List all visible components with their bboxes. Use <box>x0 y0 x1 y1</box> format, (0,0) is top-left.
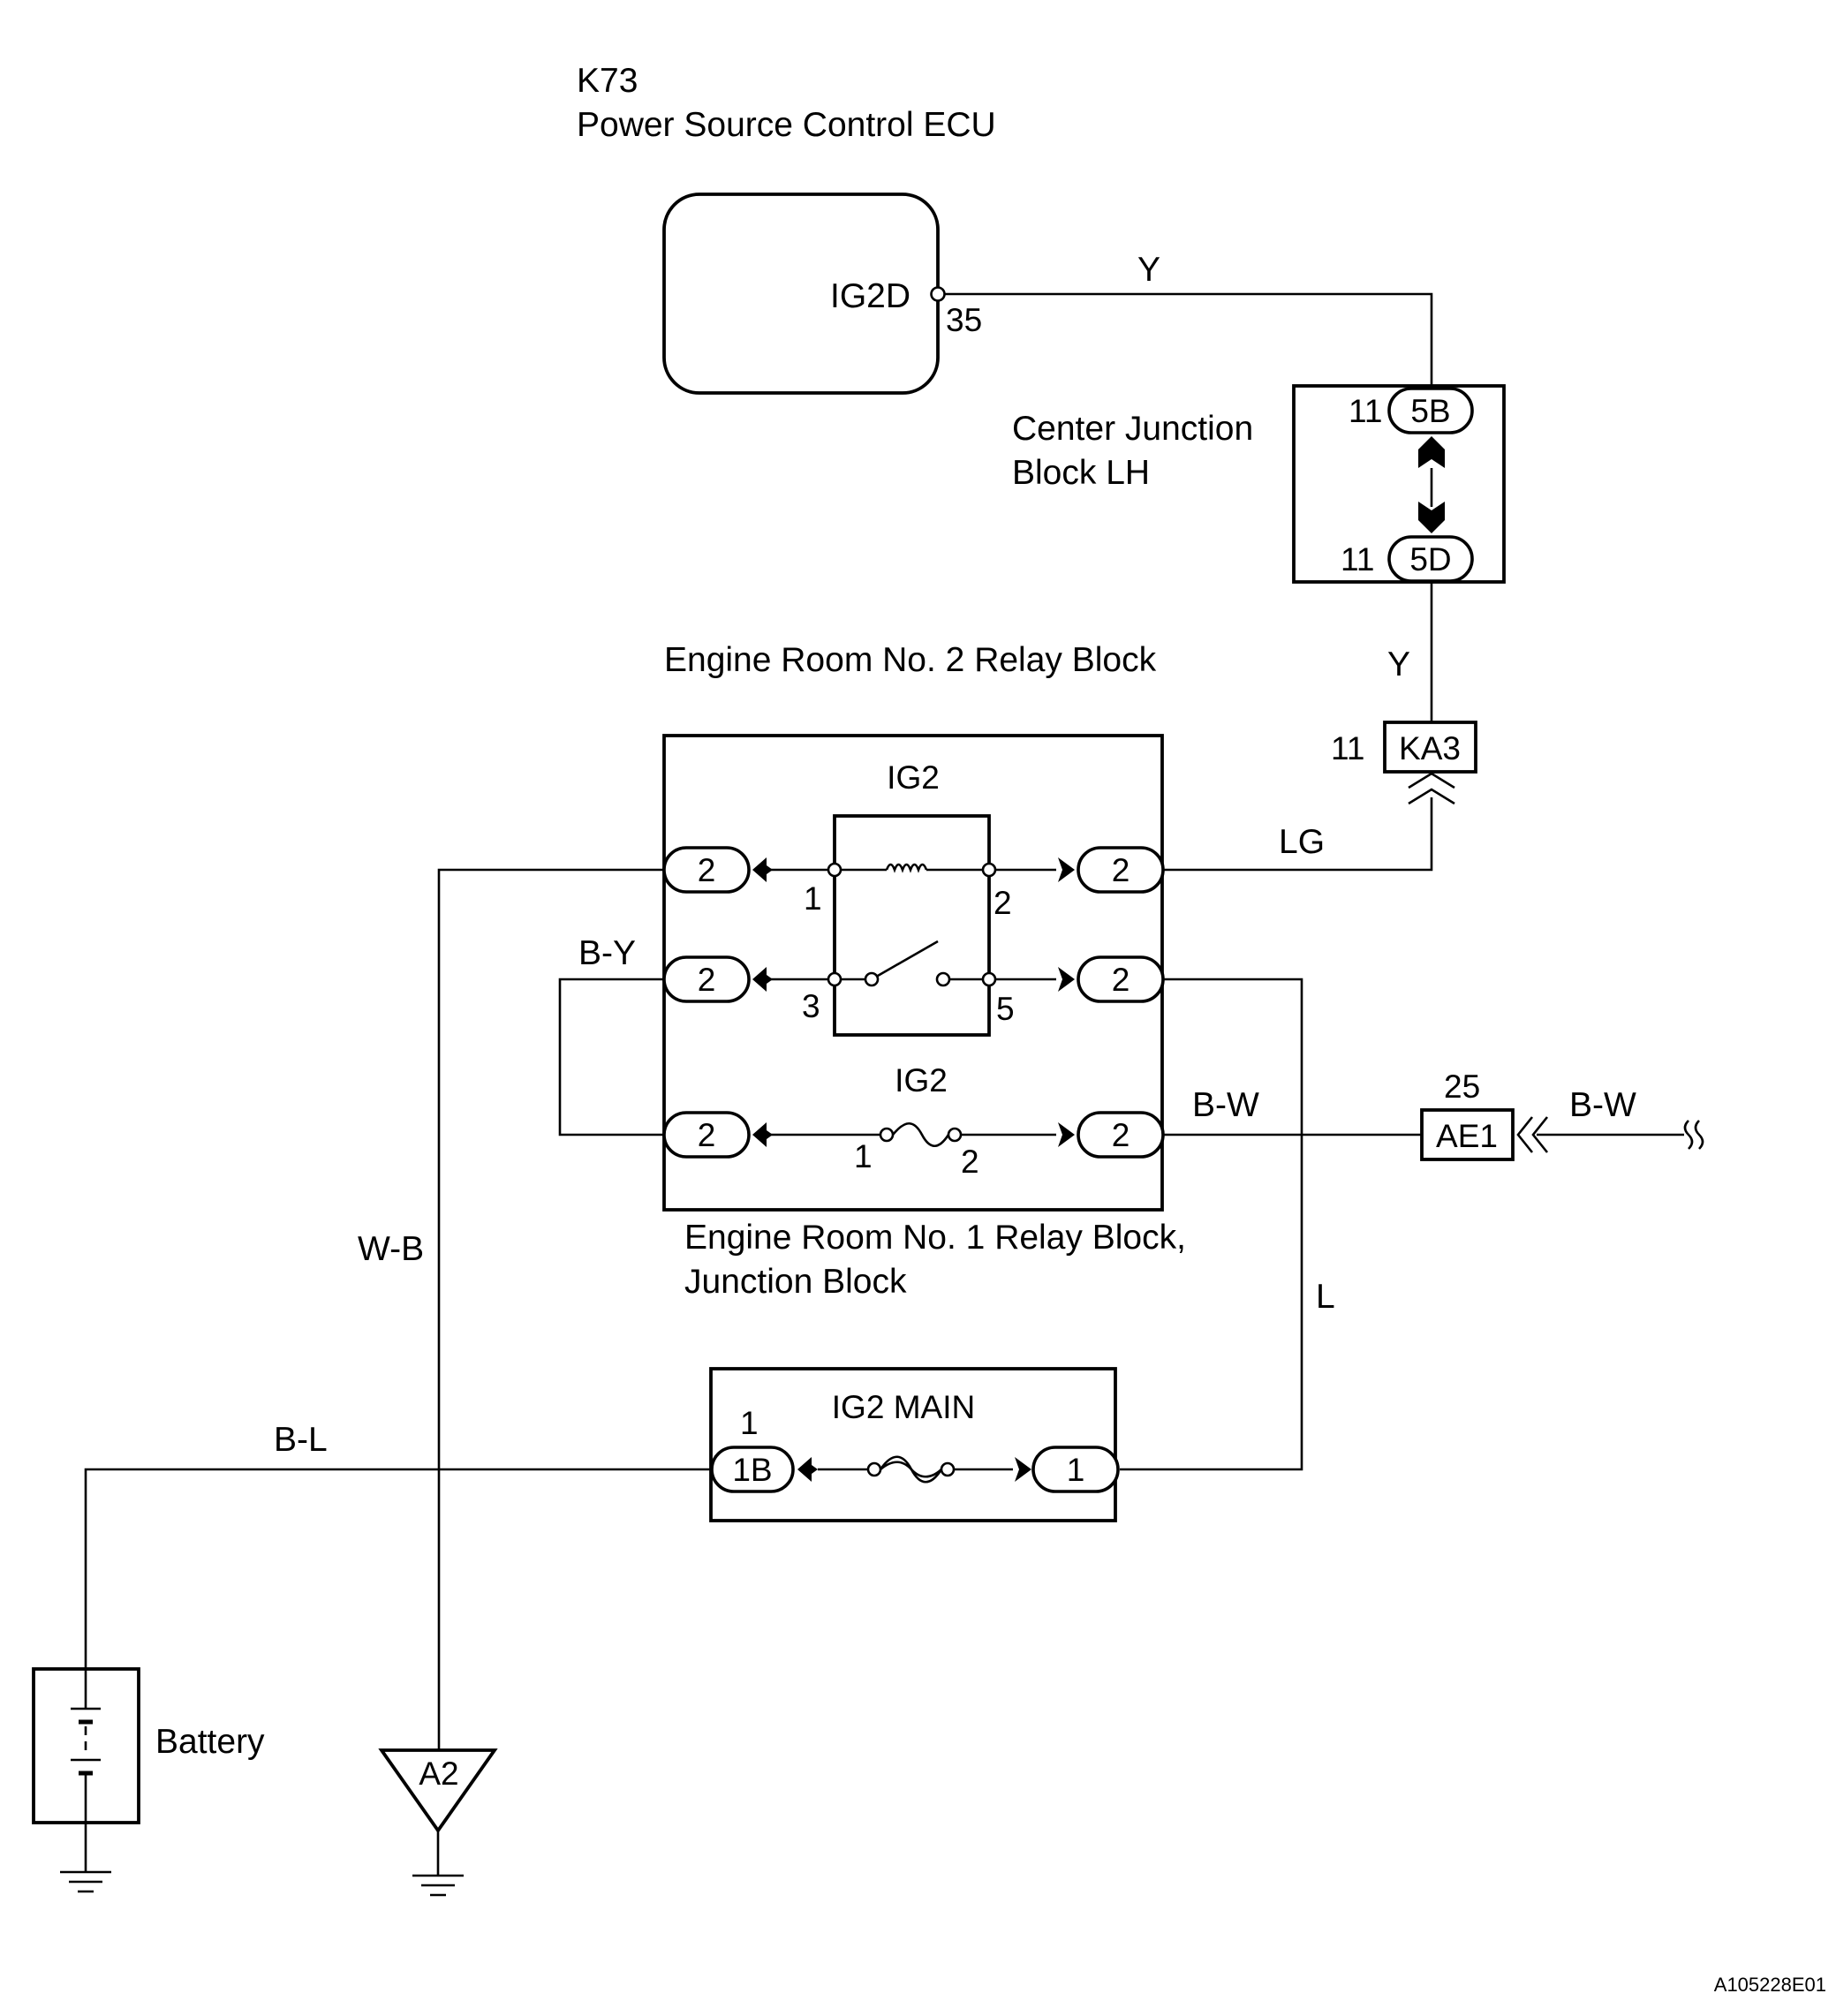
conn-arrow-left-row3 <box>752 1122 773 1147</box>
battery-ground-icon <box>60 1870 111 1893</box>
ig2-main-connector-1 <box>1031 1446 1120 1493</box>
wire-lg <box>1162 797 1433 872</box>
connector-left-row1-label: 2 <box>698 852 716 888</box>
ecu-name: Power Source Control ECU <box>577 106 996 144</box>
wire-label-lg: LG <box>1279 823 1325 861</box>
wire-y-ecu-to-cjb <box>944 292 1433 386</box>
relay-pin-5-dot <box>981 971 997 987</box>
ig2-fuse-icon <box>891 1121 950 1148</box>
connector-right-row1 <box>1077 846 1165 894</box>
relay-coil-icon <box>885 863 928 873</box>
ae1-pin: 25 <box>1444 1068 1480 1105</box>
ig2-relay-label: IG2 <box>887 759 940 796</box>
cjb-connector-5d-label: 5D <box>1409 541 1451 578</box>
ig2-main-connector-1-label: 1 <box>1067 1452 1085 1488</box>
cjb-name-line2: Block LH <box>1012 454 1150 492</box>
cjb-connector-5b-label: 5B <box>1410 393 1450 429</box>
connector-right-row1-label: 2 <box>1112 852 1130 888</box>
fuse-pin-1-dot <box>879 1127 895 1143</box>
ig2-main-left-pin: 1 <box>740 1405 759 1441</box>
cjb-top-pin: 11 <box>1349 393 1382 429</box>
ka3-connector-label: KA3 <box>1399 730 1461 766</box>
ecu-pin-number: 35 <box>946 302 982 338</box>
ig2-main-label: IG2 MAIN <box>832 1389 975 1425</box>
ground-point-a2-label: A2 <box>419 1756 458 1792</box>
battery-icon <box>71 1669 101 1823</box>
wire-label-b-w-left: B-W <box>1192 1086 1259 1124</box>
wire-continuation-icon-2 <box>1694 1120 1704 1150</box>
wire-continuation-icon-1 <box>1683 1120 1694 1150</box>
ground-point-a2 <box>378 1748 498 1834</box>
ecu-pin-dot <box>930 286 946 302</box>
cjb-box <box>1292 384 1506 584</box>
ig2-main-fuse-dot-left <box>866 1461 882 1477</box>
relay-switch-contact-left <box>864 971 880 987</box>
ig2-main-fuse-dot-right <box>940 1461 956 1477</box>
relay-block1-name-line2: Junction Block <box>684 1263 907 1301</box>
ae1-chevron-2 <box>1531 1116 1549 1153</box>
wire-label-b-l: B-L <box>274 1421 328 1459</box>
cjb-name-line1: Center Junction <box>1012 410 1253 448</box>
relay-pin-2-dot <box>981 862 997 878</box>
fuse-pin-1-label: 1 <box>854 1138 873 1174</box>
a2-ground-icon <box>412 1874 464 1897</box>
ka3-pin: 11 <box>1331 730 1364 766</box>
ka3-chevron-2 <box>1408 788 1455 805</box>
ig2-fuse-label: IG2 <box>895 1062 948 1099</box>
ig2-main-fuse-icon-inner <box>880 1461 942 1478</box>
ae1-connector-label: AE1 <box>1436 1118 1498 1154</box>
wire-b-y <box>558 978 664 1136</box>
relay-pin-3-label: 3 <box>802 988 820 1024</box>
relay-block1-name-line1: Engine Room No. 1 Relay Block, <box>684 1219 1186 1257</box>
wire-label-y-mid: Y <box>1387 646 1410 683</box>
relay-block2-name: Engine Room No. 2 Relay Block <box>664 641 1157 679</box>
relay-pin-2-label: 2 <box>994 885 1012 921</box>
wire-l <box>1120 978 1303 1471</box>
wire-label-w-b: W-B <box>358 1230 424 1268</box>
cjb-connector-5d <box>1387 535 1474 583</box>
connector-left-row3-label: 2 <box>698 1117 716 1153</box>
cjb-connector-5b <box>1387 387 1474 434</box>
conn-arrow-right-row3 <box>1058 1122 1075 1147</box>
ae1-chevron-1 <box>1516 1116 1534 1153</box>
conn-arrow-left-row2 <box>752 967 773 992</box>
ig2-main-arrow-right <box>1015 1457 1031 1482</box>
figure-id: A105228E01 <box>1714 1974 1826 1996</box>
relay-switch-blade <box>871 940 939 981</box>
ka3-chevron-1 <box>1408 772 1455 789</box>
connector-right-row2-label: 2 <box>1112 962 1130 998</box>
ka3-connector <box>1383 721 1477 774</box>
relay-switch-contact-right <box>935 971 951 987</box>
conn-arrow-right-row2 <box>1058 967 1075 992</box>
conn-arrow-left-row1 <box>752 857 773 882</box>
ecu-terminal-label: IG2D <box>830 277 910 315</box>
ecu-code: K73 <box>577 62 638 100</box>
ig2-main-arrow-left <box>797 1457 818 1482</box>
relay-pin-5-label: 5 <box>996 991 1015 1027</box>
wire-label-l: L <box>1316 1278 1335 1316</box>
ae1-connector <box>1420 1108 1515 1161</box>
cjb-connector-arrow-up <box>1418 436 1445 468</box>
fuse-pin-2-dot <box>947 1127 963 1143</box>
cjb-bottom-pin: 11 <box>1341 541 1374 578</box>
ig2-relay-box <box>833 814 991 1037</box>
cjb-connector-arrow-down <box>1418 502 1445 533</box>
wire-label-b-w-right: B-W <box>1569 1086 1636 1124</box>
relay-pin-1-label: 1 <box>804 880 822 917</box>
conn-arrow-right-row1 <box>1058 857 1075 882</box>
relay-pin-1-dot <box>827 862 842 878</box>
relay-pin-3-dot <box>827 971 842 987</box>
ig2-main-box <box>709 1367 1117 1522</box>
wire-label-b-y: B-Y <box>578 934 636 972</box>
connector-right-row3-label: 2 <box>1112 1117 1130 1153</box>
battery-label: Battery <box>155 1723 265 1761</box>
fuse-pin-2-label: 2 <box>961 1144 979 1180</box>
wire-label-y-top: Y <box>1137 251 1160 289</box>
wire-w-b <box>437 868 664 1750</box>
ig2-main-connector-1b-label: 1B <box>732 1452 772 1488</box>
connector-left-row2-label: 2 <box>698 962 716 998</box>
wire-b-l <box>84 1468 712 1669</box>
